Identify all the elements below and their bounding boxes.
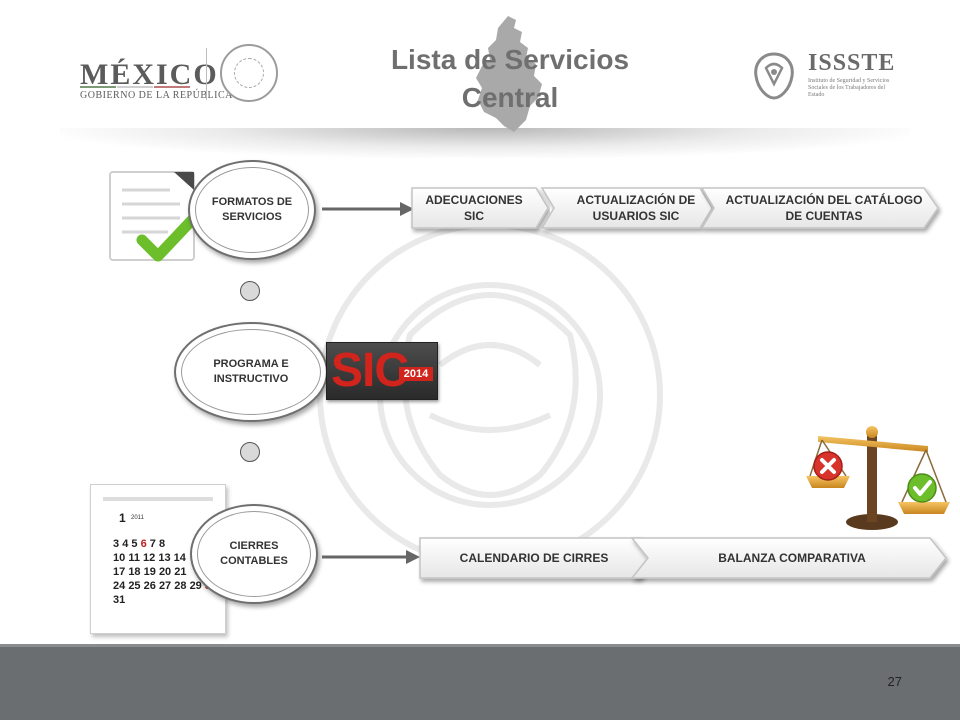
checked-document-icon bbox=[109, 171, 198, 262]
chevron-balanza-shape bbox=[630, 537, 947, 579]
service-formatos-label: FORMATOS DE SERVICIOS bbox=[211, 196, 293, 223]
footer-line bbox=[0, 644, 960, 647]
service-cierres-label: CIERRES CONTABLES bbox=[220, 540, 288, 567]
service-cierres-circle[interactable]: CIERRES CONTABLES bbox=[190, 504, 318, 604]
page-number: 27 bbox=[887, 674, 902, 689]
issste-logo-subtitle: Instituto de Seguridad y Servicios Socia… bbox=[808, 78, 890, 98]
balance-scale-icon bbox=[806, 426, 950, 530]
chevron-adecuaciones-label: ADECUACIONES SIC bbox=[425, 193, 523, 223]
slide-title-line-2: Central bbox=[461, 82, 559, 113]
issste-logo-word: ISSSTE bbox=[808, 50, 896, 76]
federal-district-map-icon bbox=[476, 16, 542, 132]
service-formatos-circle[interactable]: FORMATOS DE SERVICIOS bbox=[188, 160, 316, 260]
header-shadow bbox=[60, 128, 910, 158]
chevron-adecuaciones-shape bbox=[411, 187, 549, 229]
slide-footer: 27 bbox=[0, 644, 960, 720]
mexico-logo-word: MÉXICO bbox=[80, 58, 219, 91]
issste-emblem-icon bbox=[754, 52, 794, 100]
chevron-usuarios[interactable]: ACTUALIZACIÓN DE USUARIOS SIC bbox=[560, 188, 712, 228]
calendar-row: 10 11 12 13 14 bbox=[113, 552, 186, 564]
chevron-catalogo-label: ACTUALIZACIÓN DEL CATÁLOGO DE CUENTAS bbox=[725, 193, 923, 223]
arrow-to-formatos-process bbox=[322, 202, 414, 216]
mexico-logo-stripe bbox=[80, 86, 190, 88]
logo-divider bbox=[206, 48, 207, 100]
slide-header: MÉXICO GOBIERNO DE LA REPÚBLICA Lista de… bbox=[0, 0, 960, 160]
connector-dot bbox=[240, 281, 260, 301]
calendar-row: 31 bbox=[113, 594, 126, 606]
service-programa-circle[interactable]: PROGRAMA E INSTRUCTIVO bbox=[174, 322, 328, 422]
service-programa-label: PROGRAMA E INSTRUCTIVO bbox=[213, 358, 289, 385]
chevron-catalogo-shape bbox=[700, 187, 939, 229]
chevron-balanza-label: BALANZA COMPARATIVA bbox=[718, 551, 866, 565]
chevron-calendario[interactable]: CALENDARIO DE CIRRES bbox=[424, 538, 644, 578]
chevron-calendario-label: CALENDARIO DE CIRRES bbox=[459, 551, 609, 565]
sic-2014-logo: SIC 2014 bbox=[326, 342, 438, 400]
mexico-logo-subtitle: GOBIERNO DE LA REPÚBLICA bbox=[80, 90, 233, 101]
connector-dot bbox=[240, 442, 260, 462]
calendar-year: 2011 bbox=[131, 515, 144, 521]
national-seal-icon bbox=[220, 44, 278, 102]
chevron-catalogo[interactable]: ACTUALIZACIÓN DEL CATÁLOGO DE CUENTAS bbox=[718, 188, 930, 228]
chevron-adecuaciones[interactable]: ADECUACIONES SIC bbox=[412, 188, 536, 228]
calendar-row: 24 25 26 27 28 29 30 bbox=[113, 580, 217, 592]
chevron-usuarios-shape bbox=[540, 187, 713, 229]
chevron-balanza[interactable]: BALANZA COMPARATIVA bbox=[652, 538, 932, 578]
chevron-usuarios-label: ACTUALIZACIÓN DE USUARIOS SIC bbox=[576, 193, 696, 223]
slide-title-line-1: Lista de Servicios bbox=[390, 44, 630, 75]
sic-logo-year: 2014 bbox=[399, 367, 433, 381]
arrow-to-cierres-process bbox=[322, 550, 420, 564]
calendar-grid: 3 4 5 6 7 8 10 11 12 13 14 17 18 19 20 2… bbox=[113, 537, 221, 607]
calendar-month: 1 bbox=[119, 511, 126, 525]
calendar-row: 17 18 19 20 21 bbox=[113, 566, 187, 578]
sic-logo-text: SIC bbox=[331, 344, 409, 397]
calendar-row: 3 4 5 6 7 8 bbox=[113, 538, 166, 550]
